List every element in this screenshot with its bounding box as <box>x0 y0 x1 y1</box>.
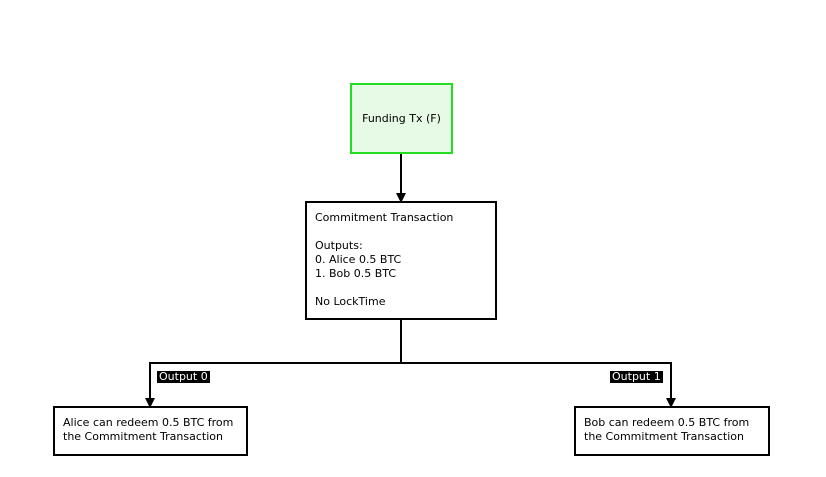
locktime-text: No LockTime <box>315 295 386 308</box>
output-item-alice: 0. Alice 0.5 BTC <box>315 253 402 266</box>
spacer <box>315 225 487 239</box>
output-1-label: Output 1 <box>610 370 663 383</box>
bob-redeem-line-1: Bob can redeem 0.5 BTC from <box>584 416 750 429</box>
alice-redeem-line-1: Alice can redeem 0.5 BTC from <box>63 416 234 429</box>
output-0-label: Output 0 <box>157 370 210 383</box>
funding-tx-title: Funding Tx (F) <box>362 111 441 125</box>
bob-redeem-line-2: the Commitment Transaction <box>584 430 744 443</box>
funding-tx-node: Funding Tx (F) <box>350 83 453 154</box>
commitment-tx-node: Commitment Transaction Outputs: 0. Alice… <box>305 201 497 320</box>
commitment-tx-title: Commitment Transaction <box>315 211 454 224</box>
spacer <box>315 281 487 295</box>
output-item-bob: 1. Bob 0.5 BTC <box>315 267 397 280</box>
alice-redeem-node: Alice can redeem 0.5 BTC from the Commit… <box>53 406 248 456</box>
outputs-heading: Outputs: <box>315 239 363 252</box>
bob-redeem-node: Bob can redeem 0.5 BTC from the Commitme… <box>574 406 770 456</box>
alice-redeem-line-2: the Commitment Transaction <box>63 430 223 443</box>
